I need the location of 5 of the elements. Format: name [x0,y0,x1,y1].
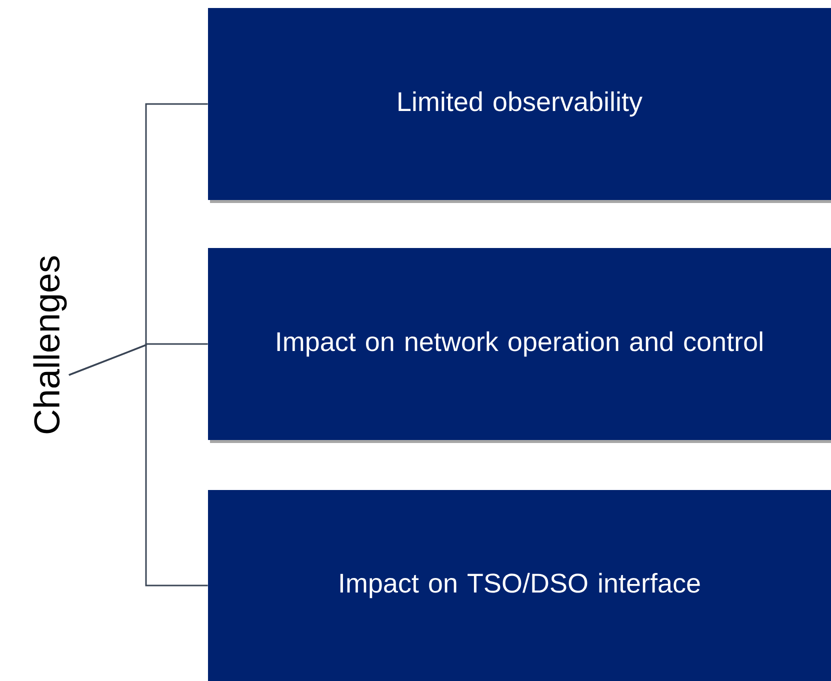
challenge-box: Impact on network operation and control [208,248,831,443]
tree-connector [68,344,208,586]
category-label: Challenges [33,256,67,434]
challenge-box: Impact on TSO/DSO interface [208,490,831,681]
challenge-box: Limited observability [208,8,831,203]
